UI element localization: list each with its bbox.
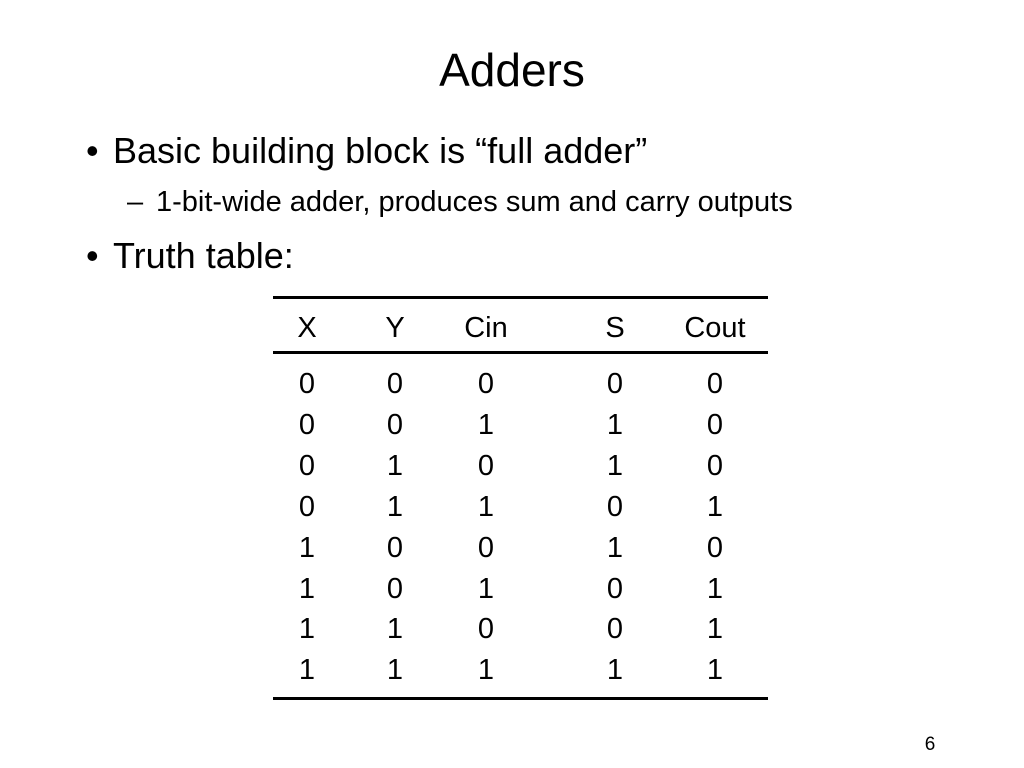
table-cell: 0 bbox=[298, 491, 316, 523]
table-cell: 1 bbox=[606, 450, 624, 482]
table-cell: 0 bbox=[706, 409, 724, 441]
table-cell: 0 bbox=[386, 573, 404, 605]
table-cell: 1 bbox=[606, 409, 624, 441]
table-header-rule bbox=[273, 351, 768, 354]
table-cell: 1 bbox=[606, 654, 624, 686]
table-cell: 0 bbox=[386, 409, 404, 441]
table-cell: 1 bbox=[706, 654, 724, 686]
bullet-item: • Truth table: bbox=[86, 234, 294, 278]
table-cell: 1 bbox=[477, 409, 495, 441]
sub-bullet-text: 1-bit-wide adder, produces sum and carry… bbox=[156, 186, 793, 218]
sub-bullet-marker: – bbox=[127, 186, 144, 218]
bullet-marker: • bbox=[86, 235, 99, 276]
header-x: X bbox=[297, 312, 317, 344]
table-cell: 1 bbox=[298, 654, 316, 686]
table-cell: 1 bbox=[706, 491, 724, 523]
table-cell: 0 bbox=[606, 491, 624, 523]
table-bottom-rule bbox=[273, 697, 768, 700]
table-cell: 0 bbox=[606, 368, 624, 400]
table-top-rule bbox=[273, 296, 768, 299]
table-cell: 0 bbox=[606, 613, 624, 645]
bullet-item: • Basic building block is “full adder” bbox=[86, 129, 647, 173]
table-cell: 0 bbox=[477, 450, 495, 482]
table-cell: 0 bbox=[386, 368, 404, 400]
table-cell: 1 bbox=[386, 613, 404, 645]
table-cell: 0 bbox=[706, 368, 724, 400]
table-cell: 0 bbox=[298, 450, 316, 482]
header-s: S bbox=[605, 312, 625, 344]
table-cell: 1 bbox=[477, 573, 495, 605]
table-cell: 0 bbox=[477, 532, 495, 564]
slide-title: Adders bbox=[439, 44, 585, 96]
table-cell: 1 bbox=[386, 491, 404, 523]
table-cell: 0 bbox=[298, 368, 316, 400]
table-cell: 1 bbox=[477, 654, 495, 686]
table-cell: 1 bbox=[386, 450, 404, 482]
table-cell: 1 bbox=[298, 613, 316, 645]
table-cell: 0 bbox=[706, 450, 724, 482]
bullet-text: Basic building block is “full adder” bbox=[113, 130, 648, 171]
table-cell: 0 bbox=[477, 368, 495, 400]
table-cell: 0 bbox=[386, 532, 404, 564]
table-cell: 0 bbox=[606, 573, 624, 605]
header-y: Y bbox=[385, 312, 405, 344]
table-cell: 1 bbox=[298, 532, 316, 564]
table-cell: 0 bbox=[706, 532, 724, 564]
header-cout: Cout bbox=[684, 312, 746, 344]
table-cell: 0 bbox=[477, 613, 495, 645]
table-cell: 1 bbox=[706, 573, 724, 605]
table-cell: 1 bbox=[477, 491, 495, 523]
table-cell: 1 bbox=[706, 613, 724, 645]
header-cin: Cin bbox=[464, 312, 508, 344]
table-cell: 1 bbox=[386, 654, 404, 686]
page-number: 6 bbox=[924, 734, 936, 755]
table-cell: 1 bbox=[298, 573, 316, 605]
table-cell: 0 bbox=[298, 409, 316, 441]
bullet-marker: • bbox=[86, 130, 99, 171]
sub-bullet-item: –1-bit-wide adder, produces sum and carr… bbox=[127, 184, 793, 220]
bullet-text: Truth table: bbox=[113, 235, 294, 276]
table-cell: 1 bbox=[606, 532, 624, 564]
